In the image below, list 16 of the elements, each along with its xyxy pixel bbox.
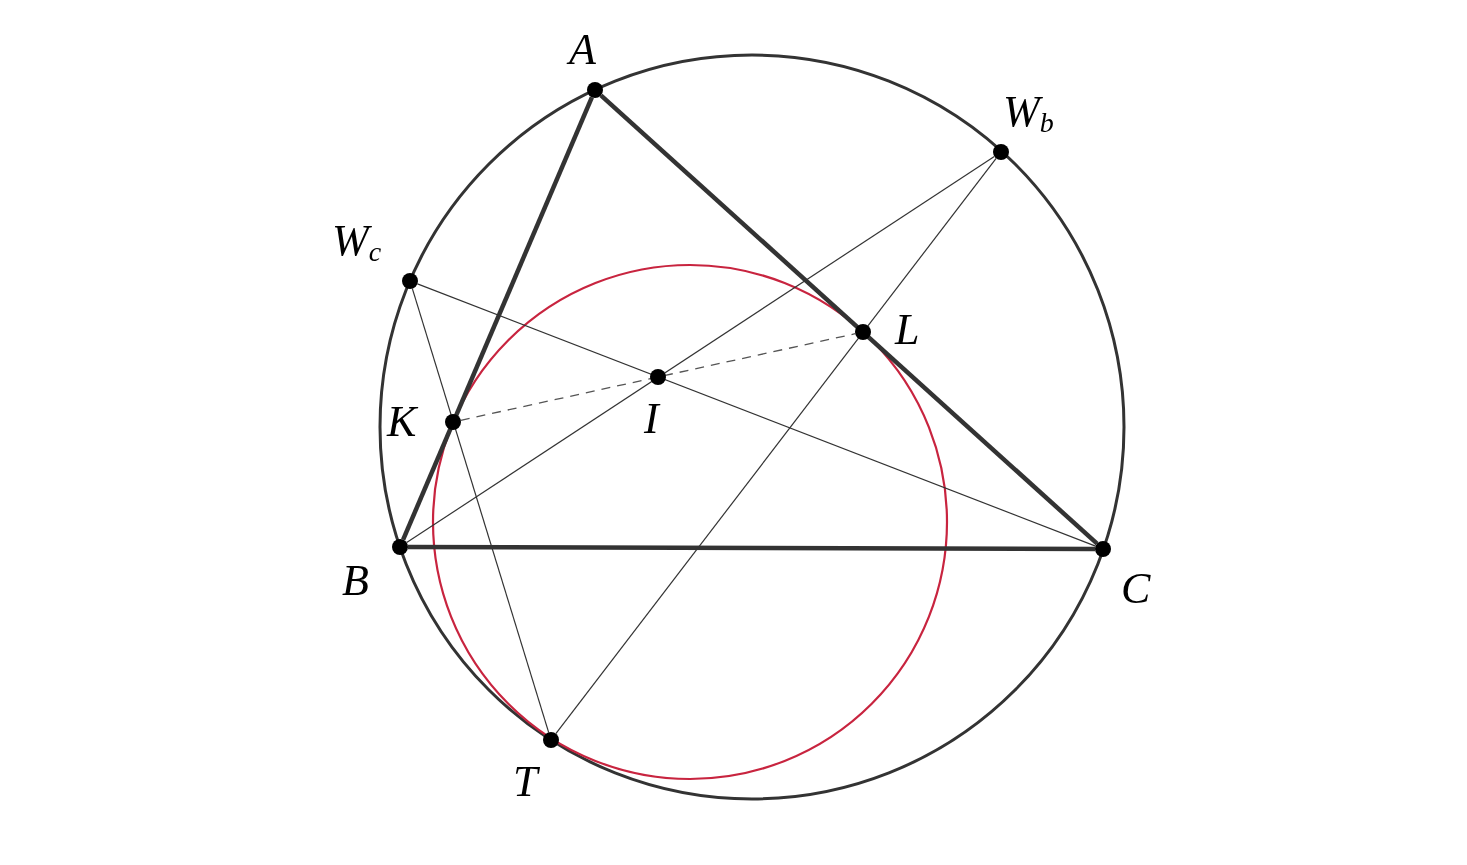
point-label: I (644, 397, 659, 441)
line-segment (408, 544, 1095, 552)
line-segment (406, 155, 995, 544)
point-label: W$_{b}$ (1003, 90, 1054, 137)
line-segment (555, 157, 997, 735)
point-label: T (513, 760, 538, 804)
line-segment (401, 96, 594, 541)
dashed-line (460, 333, 856, 421)
point-label: K (387, 400, 417, 444)
point-label: B (342, 559, 369, 603)
point-label: W$_{c}$ (332, 219, 382, 266)
line-segment (411, 288, 550, 733)
point-label: L (895, 308, 920, 352)
point-label: C (1121, 567, 1151, 611)
line-segment (599, 93, 1099, 546)
line-segment (416, 283, 1097, 547)
